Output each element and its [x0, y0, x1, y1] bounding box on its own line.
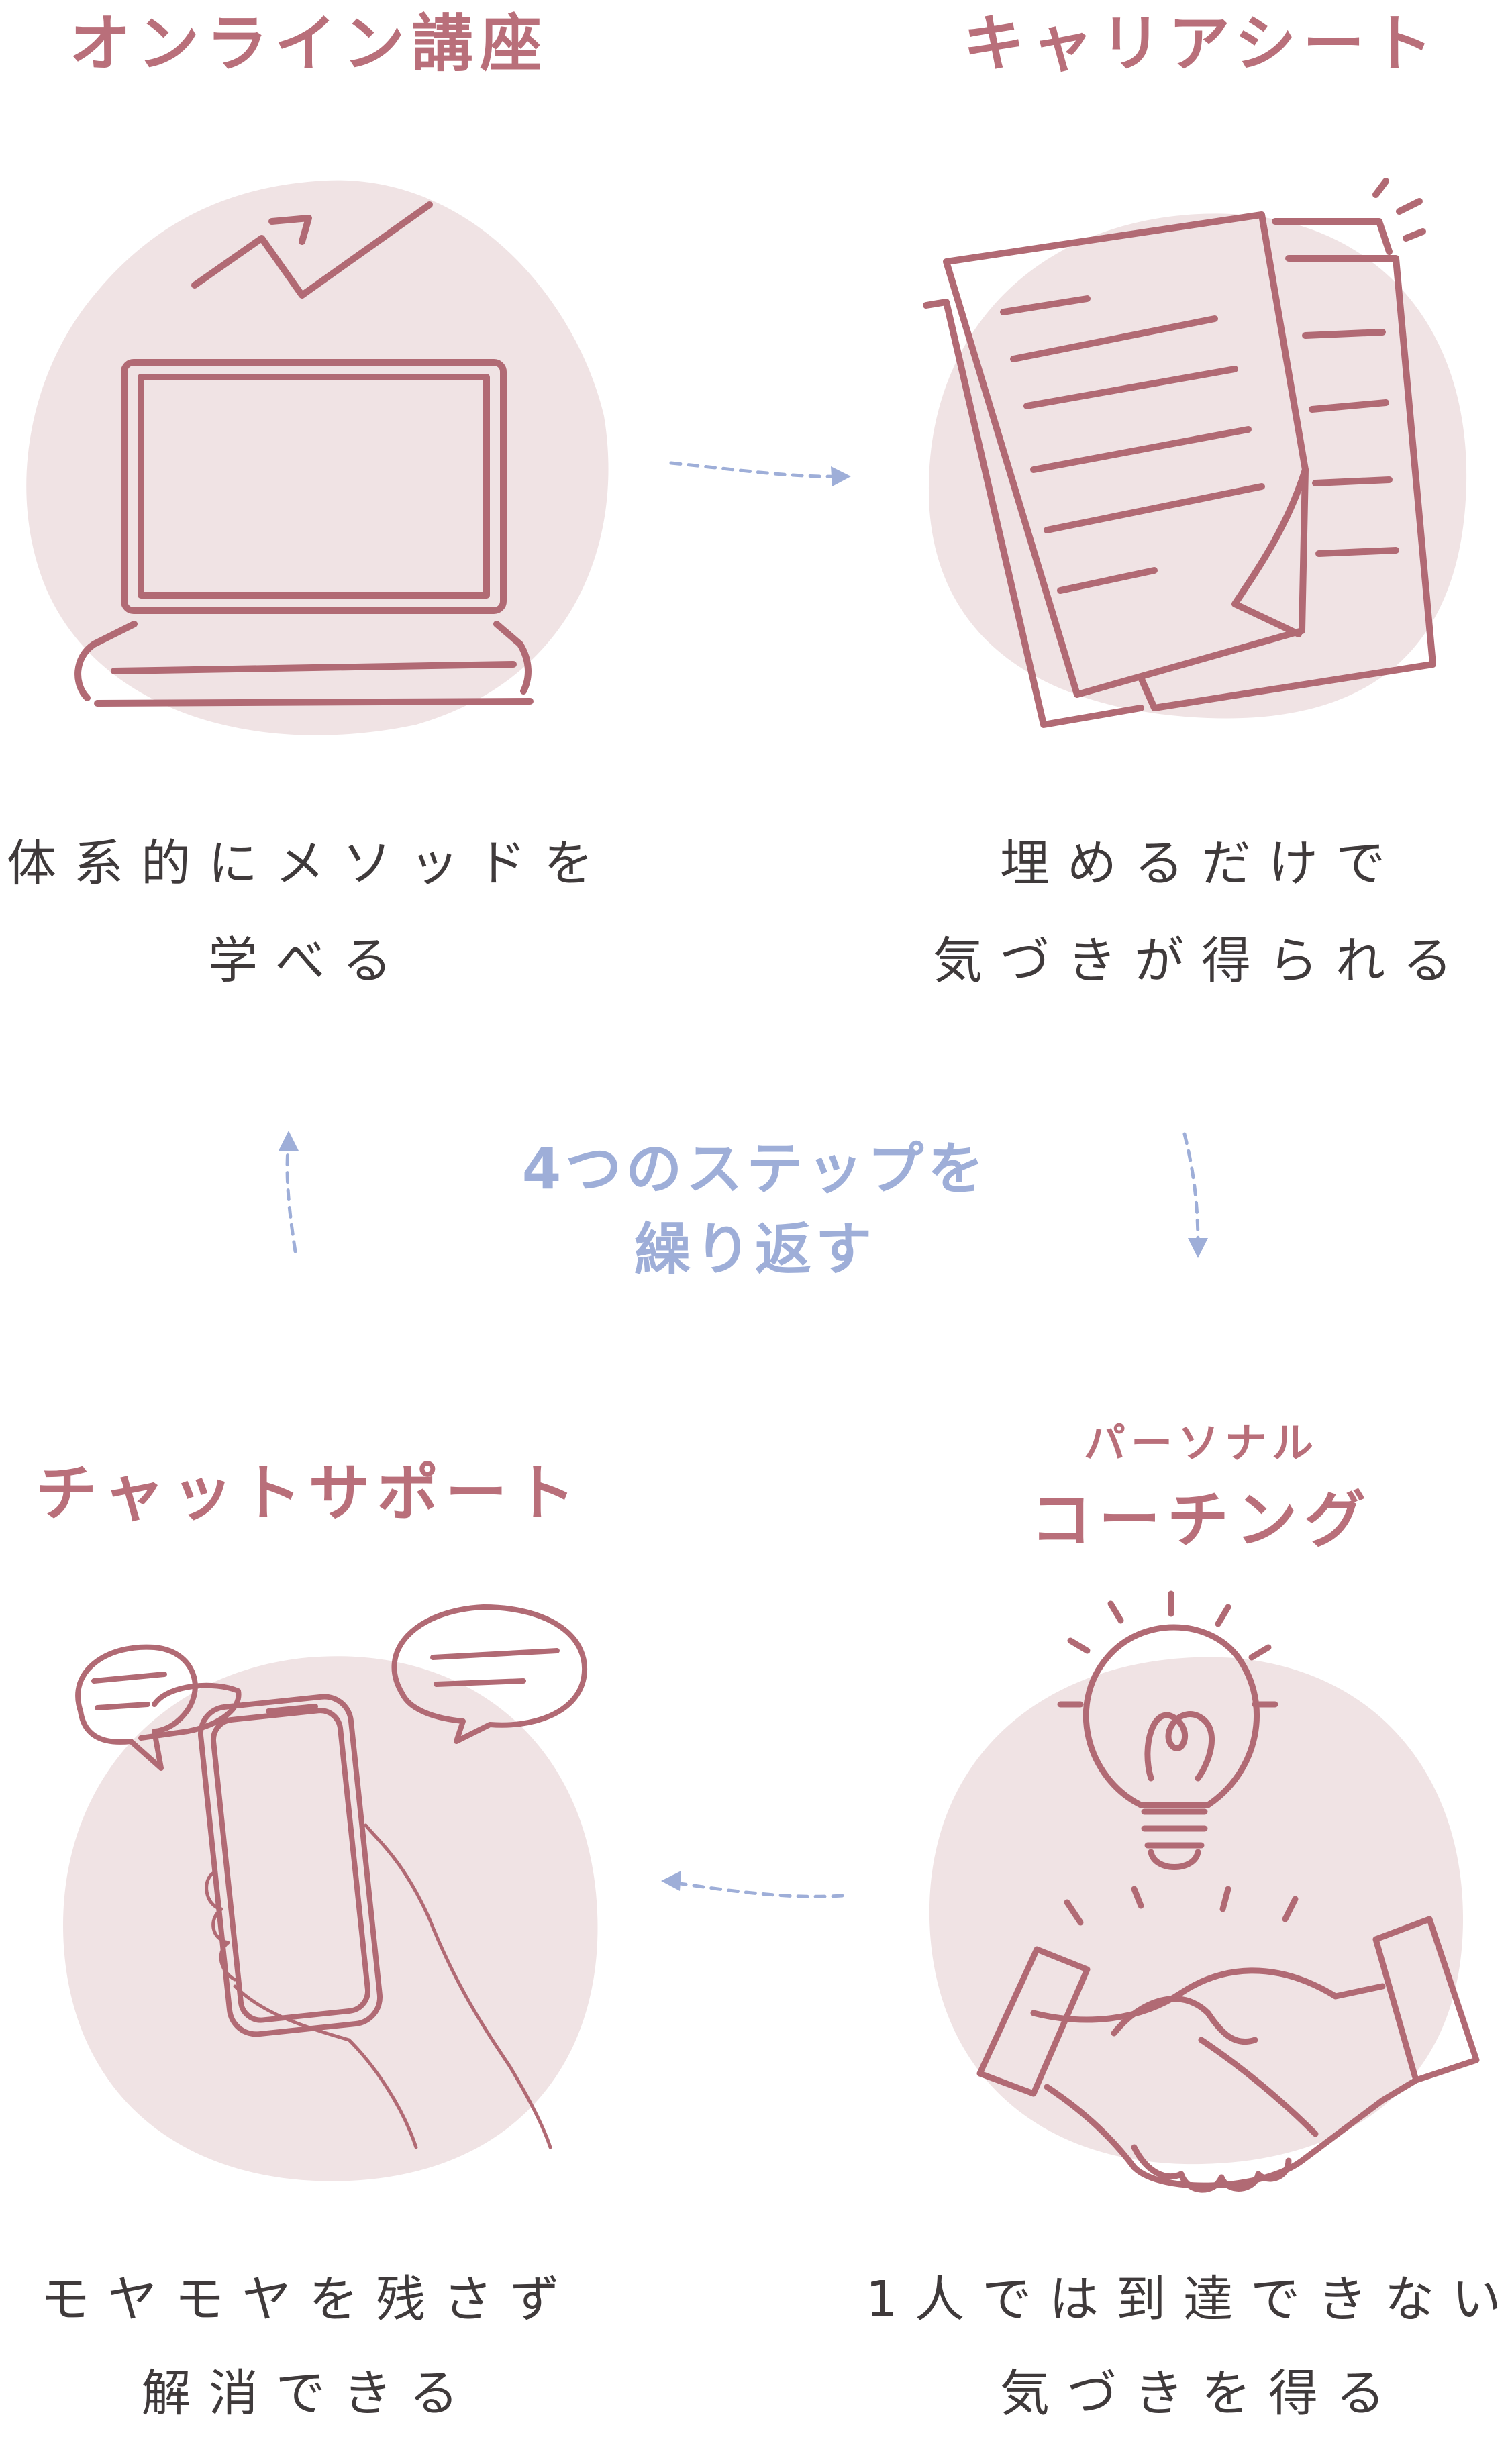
arrow-right — [1182, 1132, 1200, 1247]
step2-title: キャリアシート — [962, 8, 1440, 80]
step1-desc-line2: 学べる — [208, 932, 409, 990]
step3-desc-line2: 気づきを得る — [1000, 2365, 1403, 2422]
lightbulb-handshake-icon — [976, 1590, 1480, 2193]
center-text-line2: 繰り返す — [634, 1217, 876, 1282]
arrow-head-bottom — [661, 1871, 681, 1891]
arrow-bottom — [669, 1880, 844, 1898]
cycle-arrows — [285, 461, 1200, 1898]
step4-desc-line1: モヤモヤを残さず — [40, 2271, 577, 2328]
arrow-head-left — [279, 1131, 299, 1151]
smartphone-chat-icon — [75, 1604, 588, 2149]
arrow-head-top — [831, 466, 851, 486]
arrow-heads — [279, 466, 1208, 1891]
documents-icon — [923, 178, 1436, 728]
step4-title: チャットサポート — [35, 1457, 583, 1529]
arrow-head-right — [1188, 1238, 1208, 1258]
step3-subtitle: パーソナル — [1083, 1419, 1319, 1468]
laptop-icon — [74, 201, 534, 707]
step4-desc-line2: 解消できる — [141, 2365, 476, 2422]
step1-title: オンライン講座 — [68, 8, 548, 80]
step3-title: コーチング — [1029, 1484, 1372, 1556]
blob-bottom-right — [929, 1657, 1463, 2165]
arrow-top — [669, 461, 848, 478]
step2-desc-line1: 埋めるだけで — [1000, 835, 1403, 892]
center-text-line1: 4つのステップを — [521, 1136, 989, 1202]
step2-desc-line2: 気づきが得られる — [933, 932, 1470, 990]
step3-desc-line1: 1人では到達できない — [866, 2271, 1510, 2328]
blob-bottom-left — [63, 1656, 598, 2181]
arrow-left — [285, 1139, 297, 1253]
step1-desc-line1: 体系的にメソッドを — [7, 835, 611, 892]
